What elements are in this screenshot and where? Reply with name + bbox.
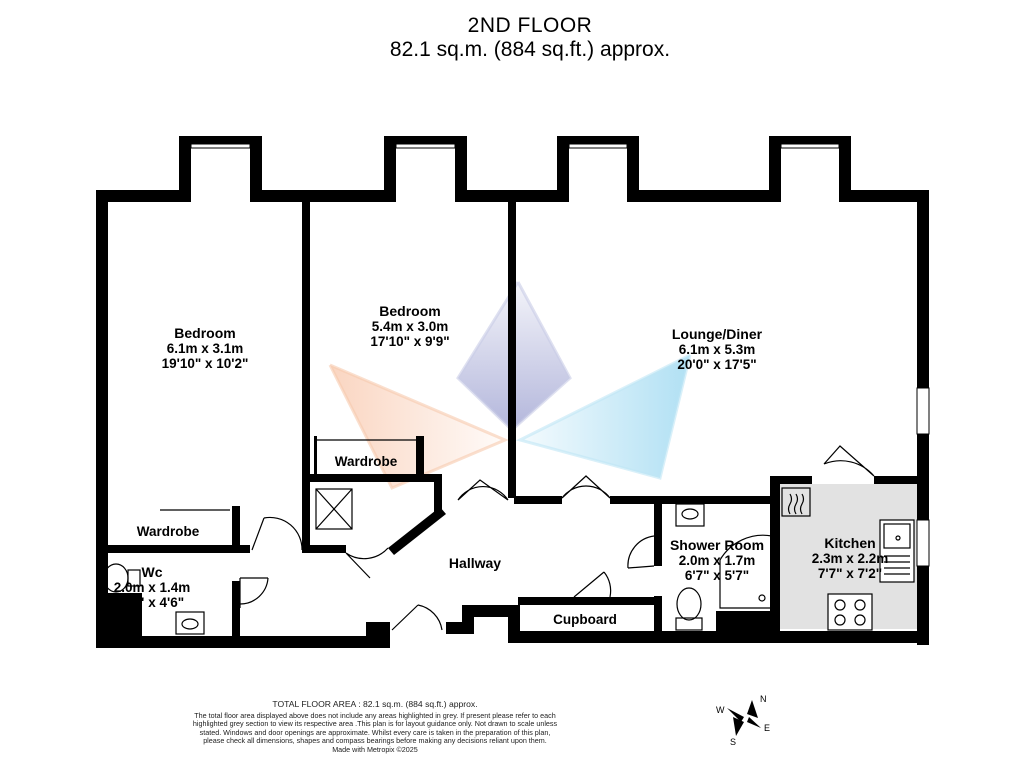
room-name: Bedroom <box>379 303 441 319</box>
room-name: Bedroom <box>174 325 236 341</box>
room-name: Wc <box>141 564 163 580</box>
room-name: Shower Room <box>669 537 765 553</box>
room-imperial: 19'10" x 10'2" <box>161 356 249 371</box>
wardrobe-1-label: Wardrobe <box>136 524 200 539</box>
room-name: Kitchen <box>824 535 876 551</box>
footer-notes: TOTAL FLOOR AREA : 82.1 sq.m. (884 sq.ft… <box>190 700 560 755</box>
hallway-label: Hallway <box>448 555 502 571</box>
room-bedroom-2: Bedroom 5.4m x 3.0m 17'10" x 9'9" <box>335 303 485 350</box>
wardrobe-2-label: Wardrobe <box>334 454 398 469</box>
total-floor-area: TOTAL FLOOR AREA : 82.1 sq.m. (884 sq.ft… <box>272 699 478 709</box>
compass-w: W <box>716 705 725 715</box>
credit: Made with Metropix ©2025 <box>332 744 418 754</box>
room-kitchen: Kitchen 2.3m x 2.2m 7'7" x 7'2" <box>790 535 910 582</box>
room-shower: Shower Room 2.0m x 1.7m 6'7" x 5'7" <box>662 537 772 584</box>
room-metric: 6.1m x 3.1m <box>166 341 244 356</box>
compass-rose: N E S W <box>716 694 770 747</box>
compass-s: S <box>730 737 736 747</box>
cupboard-label: Cupboard <box>553 612 617 627</box>
room-metric: 2.0m x 1.4m <box>113 580 191 595</box>
compass-e: E <box>764 723 770 733</box>
windows <box>190 143 930 567</box>
room-metric: 2.0m x 1.7m <box>678 553 756 568</box>
room-imperial: 17'10" x 9'9" <box>370 334 450 349</box>
room-imperial: 7'7" x 7'2" <box>817 566 883 581</box>
compass-n: N <box>760 694 767 704</box>
room-imperial: 20'0" x 17'5" <box>677 357 757 372</box>
room-bedroom-1: Bedroom 6.1m x 3.1m 19'10" x 10'2" <box>130 325 280 372</box>
floor-area: 82.1 sq.m. (884 sq.ft.) approx. <box>389 38 671 61</box>
disclaimer: The total floor area displayed above doe… <box>192 710 558 746</box>
room-imperial: 6'7" x 5'7" <box>684 568 750 583</box>
room-metric: 5.4m x 3.0m <box>371 319 449 334</box>
room-name: Lounge/Diner <box>671 326 763 342</box>
room-wc: Wc 2.0m x 1.4m 6'6" x 4'6" <box>104 564 200 611</box>
room-metric: 6.1m x 5.3m <box>678 342 756 357</box>
floor-title: 2ND FLOOR <box>467 14 593 37</box>
room-lounge: Lounge/Diner 6.1m x 5.3m 20'0" x 17'5" <box>642 326 792 373</box>
room-imperial: 6'6" x 4'6" <box>119 595 185 610</box>
fixtures <box>103 487 915 635</box>
room-metric: 2.3m x 2.2m <box>811 551 889 566</box>
doors <box>160 439 875 631</box>
